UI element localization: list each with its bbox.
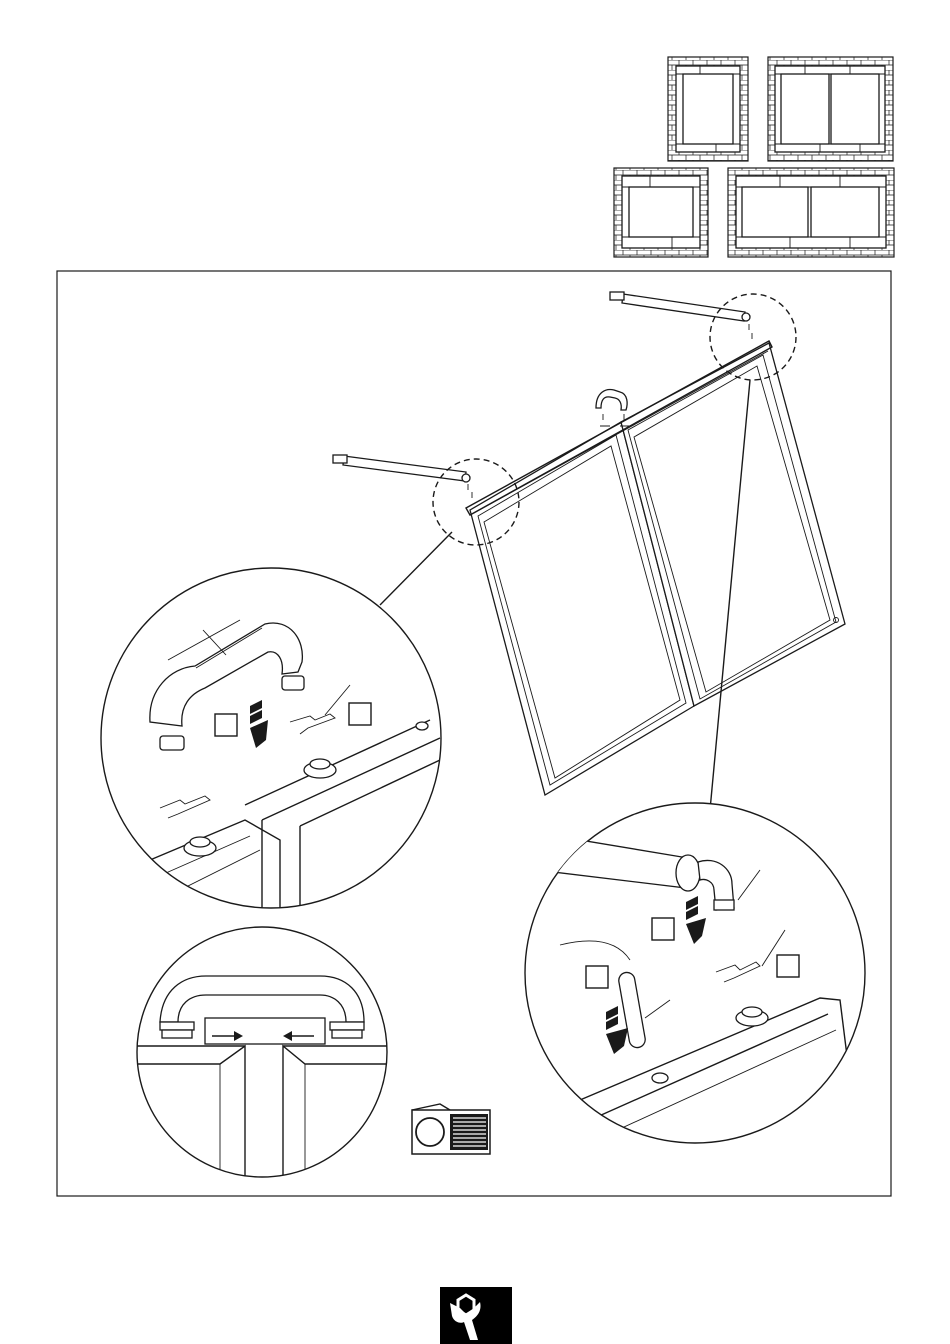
connection-pipe-right xyxy=(610,292,752,339)
detail-view-elbow-sensor xyxy=(520,803,865,1143)
callout-box-b xyxy=(349,703,371,725)
detail-view-u-connector xyxy=(101,568,441,920)
layout-thumbnail-single-vertical xyxy=(668,57,748,161)
callout-box-d xyxy=(777,955,799,977)
layout-thumbnail-double-vertical xyxy=(768,57,893,161)
connection-pipe-left xyxy=(333,455,472,498)
callout-box-a xyxy=(215,714,237,736)
wrench-nut-icon xyxy=(440,1287,512,1344)
callout-box-c xyxy=(652,918,674,940)
layout-thumbnail-single-horizontal xyxy=(614,168,708,257)
detail-view-panel-gap xyxy=(137,927,390,1180)
open-manual-icon xyxy=(412,1104,490,1154)
layout-thumbnail-double-horizontal xyxy=(728,168,894,257)
callout-box-e xyxy=(586,966,608,988)
